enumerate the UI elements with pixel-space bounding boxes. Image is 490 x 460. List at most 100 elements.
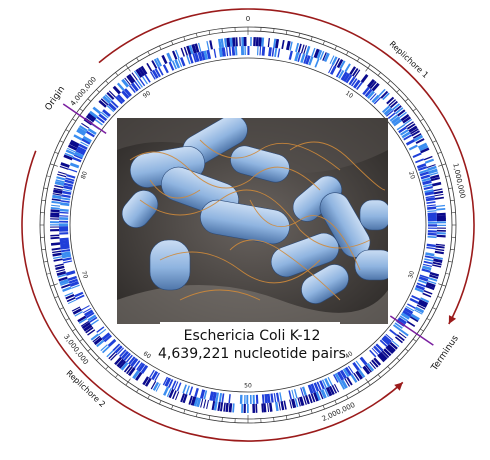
gene-mark xyxy=(190,387,193,396)
gene-mark xyxy=(53,191,62,193)
tick-mark xyxy=(44,261,48,262)
tick-mark xyxy=(148,395,150,399)
gene-mark xyxy=(409,146,417,150)
gene-mark xyxy=(53,257,62,259)
gene-mark xyxy=(118,83,124,90)
gene-mark xyxy=(260,46,261,55)
gene-mark xyxy=(424,187,433,189)
minute-label: 60 xyxy=(142,350,152,360)
gene-mark xyxy=(434,194,443,195)
genome-caption: Eschericia Coli K-12 4,639,221 nucleotid… xyxy=(158,322,346,364)
gene-mark xyxy=(424,262,433,264)
gene-mark xyxy=(290,400,292,409)
gene-mark xyxy=(234,38,235,47)
gene-mark xyxy=(51,244,60,245)
tick-mark xyxy=(427,130,431,132)
tick-mark xyxy=(323,405,324,409)
genome-size: 4,639,221 nucleotide pairs xyxy=(158,346,346,362)
gene-mark xyxy=(51,211,60,212)
tick-mark xyxy=(450,249,454,250)
gene-mark xyxy=(429,170,438,173)
gene-mark xyxy=(293,399,295,408)
gene-mark xyxy=(425,254,434,256)
tick-mark xyxy=(196,413,197,417)
tick-mark xyxy=(274,417,275,421)
gene-mark xyxy=(263,47,264,56)
gene-mark xyxy=(208,50,210,59)
gene-mark xyxy=(58,172,67,175)
tick-mark xyxy=(115,72,118,75)
gene-mark xyxy=(424,156,432,159)
tick-mark xyxy=(148,51,150,55)
gene-mark xyxy=(190,55,193,64)
tick-mark xyxy=(72,119,75,121)
tick-mark xyxy=(66,318,70,320)
gene-mark xyxy=(57,177,66,179)
tick-mark xyxy=(72,329,75,331)
gene-mark xyxy=(63,261,72,263)
gene-mark xyxy=(61,285,69,288)
gene-mark xyxy=(361,358,367,365)
gene-mark xyxy=(61,250,70,251)
gene-mark xyxy=(68,169,77,172)
origin-label: Origin xyxy=(44,85,68,113)
tick-mark xyxy=(55,152,59,153)
gene-mark xyxy=(279,402,280,411)
tick-mark xyxy=(44,188,48,189)
gene-mark xyxy=(74,135,82,139)
gene-mark xyxy=(61,201,70,202)
gene-mark xyxy=(214,392,216,401)
tick-mark xyxy=(209,416,210,420)
tick-mark xyxy=(427,318,431,320)
gene-mark xyxy=(52,199,61,200)
terminus-label: Terminus xyxy=(429,334,461,374)
gene-mark xyxy=(307,46,310,55)
gene-mark xyxy=(426,199,435,200)
gene-mark xyxy=(295,389,297,398)
minute-label: 20 xyxy=(407,171,416,181)
gene-mark xyxy=(276,39,277,48)
gene-mark xyxy=(390,330,397,336)
gene-mark xyxy=(201,390,203,399)
gene-mark xyxy=(432,265,441,267)
gene-mark xyxy=(220,393,221,402)
gene-mark xyxy=(211,392,213,401)
gene-mark xyxy=(223,48,224,57)
gene-mark xyxy=(66,272,75,274)
gene-mark xyxy=(233,47,234,56)
gene-mark xyxy=(236,46,237,55)
tick-mark xyxy=(66,130,70,132)
gene-mark xyxy=(147,63,152,71)
gene-mark xyxy=(61,164,70,167)
tick-mark xyxy=(420,329,423,331)
gene-mark xyxy=(407,140,415,144)
gene-mark xyxy=(415,159,423,162)
gene-mark xyxy=(277,393,278,402)
gene-mark xyxy=(413,153,421,157)
gene-mark xyxy=(275,48,276,57)
minute-label: 30 xyxy=(407,270,416,280)
gene-mark xyxy=(62,195,71,196)
gene-mark xyxy=(73,158,81,161)
tick-mark xyxy=(346,51,348,55)
gene-mark xyxy=(163,55,167,63)
gene-mark xyxy=(51,205,60,206)
gene-mark xyxy=(303,387,306,396)
gene-mark xyxy=(60,245,69,246)
gene-mark xyxy=(435,249,444,250)
gene-mark xyxy=(425,160,433,163)
tick-mark xyxy=(159,401,161,405)
gene-mark xyxy=(55,264,64,266)
gene-mark xyxy=(437,236,446,237)
gene-mark xyxy=(227,47,228,56)
gene-mark xyxy=(231,38,232,47)
gene-mark xyxy=(50,214,59,215)
gene-mark xyxy=(427,205,436,206)
gene-mark xyxy=(433,263,442,265)
tick-mark xyxy=(420,119,423,121)
gene-mark xyxy=(301,45,304,54)
gene-mark xyxy=(183,385,186,393)
gene-mark xyxy=(220,48,221,57)
tick-mark xyxy=(106,366,109,369)
